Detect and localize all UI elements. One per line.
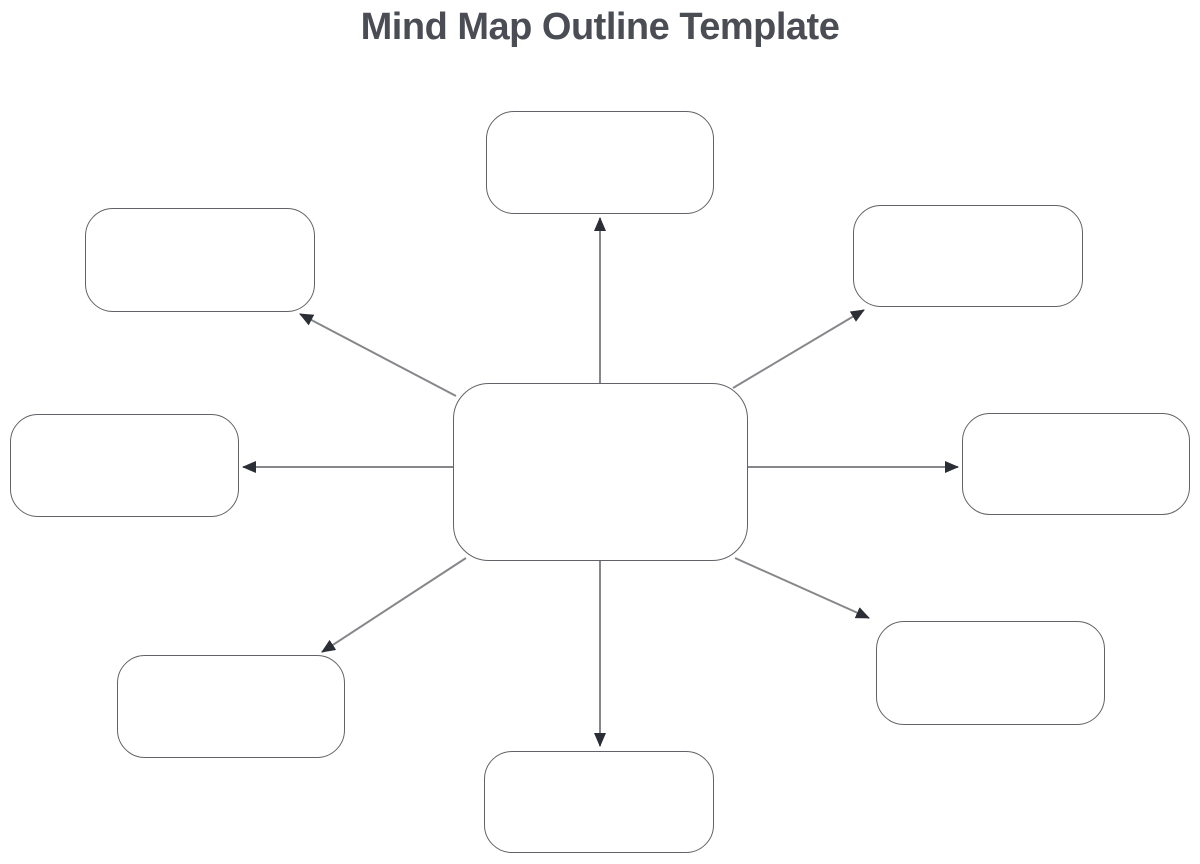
page-title: Mind Map Outline Template: [360, 6, 840, 48]
node-top-left[interactable]: [85, 208, 315, 312]
connector-center-to-bottom-right: [734, 557, 870, 619]
node-bottom-left[interactable]: [117, 655, 345, 758]
node-bottom-right[interactable]: [876, 621, 1105, 725]
connector-center-to-top-left: [299, 313, 457, 397]
node-top[interactable]: [486, 111, 714, 214]
node-top-right[interactable]: [853, 205, 1083, 307]
node-left[interactable]: [10, 414, 239, 517]
node-right[interactable]: [962, 413, 1190, 515]
node-bottom[interactable]: [484, 751, 714, 853]
connector-center-to-top-right: [732, 309, 865, 389]
node-central-topic[interactable]: [453, 383, 748, 561]
connector-center-to-bottom-left: [321, 557, 467, 653]
